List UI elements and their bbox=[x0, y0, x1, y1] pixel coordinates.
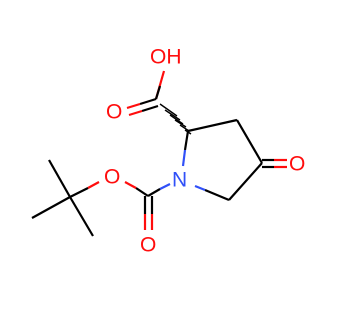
ring-c2-n-bond bbox=[183, 130, 190, 151]
ester-o-tbu-bond bbox=[69, 187, 89, 198]
ester-o-tbu-bond-red bbox=[87, 181, 100, 189]
ring-nitrogen-label: N bbox=[172, 169, 187, 192]
ester-oxygen-label: O bbox=[104, 166, 120, 189]
tbu-methyl-up-bond bbox=[48, 159, 71, 198]
acid-c-o-double-bond-b-red bbox=[128, 109, 143, 117]
ring-c5-n-bond bbox=[204, 188, 230, 202]
ring-c2-c3-bond bbox=[187, 118, 238, 133]
tbu-methyl-down-bond bbox=[69, 196, 94, 237]
acid-c-o-double-bond-a-red bbox=[126, 102, 141, 110]
acid-c-o-double-bond-a bbox=[139, 97, 157, 106]
ring-c3-c4-bond bbox=[236, 119, 263, 164]
acid-c-o-double-bond-b bbox=[141, 104, 159, 113]
tbu-methyl-left-bond bbox=[31, 196, 71, 219]
carbonyl-ester-o-bond-red bbox=[124, 181, 137, 189]
ketone-oxygen-label: O bbox=[289, 153, 305, 176]
ring-c2-n-bond-blue bbox=[181, 149, 187, 167]
acid-c-oh-bond-black bbox=[154, 85, 162, 100]
ring-c4-c5-bond bbox=[228, 162, 263, 201]
carbonyl-ester-o-bond bbox=[135, 187, 149, 197]
ring-c5-n-bond-blue bbox=[194, 184, 206, 192]
hydroxyl-label: OH bbox=[150, 46, 182, 69]
stereo-hashed-wedge bbox=[159, 103, 192, 135]
acid-carbonyl-oxygen-label: O bbox=[106, 101, 122, 124]
boc-carbonyl-oxygen-label: O bbox=[140, 234, 156, 257]
n-carbonyl-bond bbox=[147, 188, 161, 197]
n-carbonyl-bond-blue bbox=[159, 183, 171, 190]
